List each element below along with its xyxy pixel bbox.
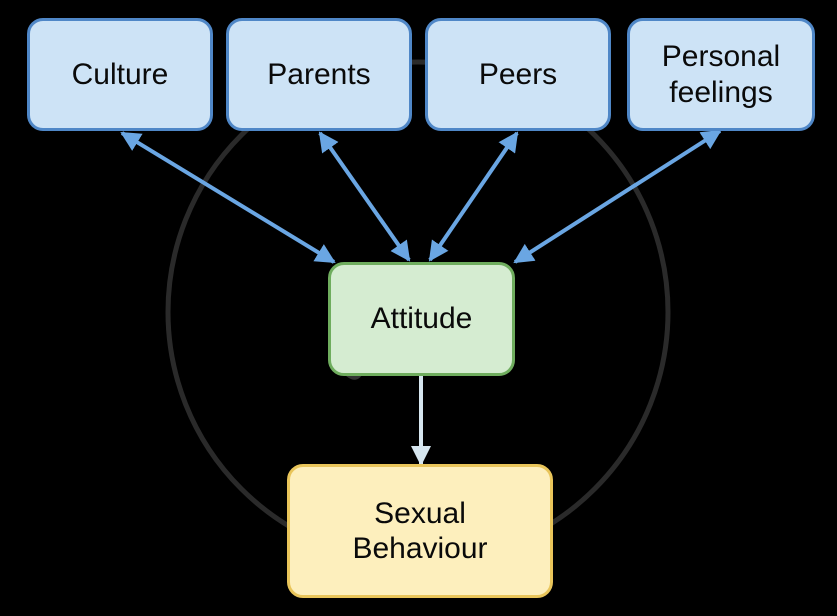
edge-parents-attitude <box>318 131 411 262</box>
node-parents-label: Parents <box>267 57 371 91</box>
node-personal-feelings-label: Personal feelings <box>661 40 781 109</box>
node-attitude: Attitude <box>328 262 515 376</box>
node-peers-label: Peers <box>478 57 558 91</box>
node-sexual-behaviour: Sexual Behaviour <box>287 464 553 598</box>
edge-peers-attitude <box>428 131 519 262</box>
node-peers: Peers <box>425 18 611 131</box>
edge-culture-attitude <box>120 131 336 264</box>
edge-personal-feelings-attitude <box>513 129 722 264</box>
node-culture-label: Culture <box>71 57 169 91</box>
node-culture: Culture <box>27 18 213 131</box>
node-sexual-behaviour-label: Sexual Behaviour <box>352 496 488 565</box>
node-parents: Parents <box>226 18 412 131</box>
node-attitude-label: Attitude <box>370 302 473 336</box>
node-personal-feelings: Personal feelings <box>627 18 815 131</box>
